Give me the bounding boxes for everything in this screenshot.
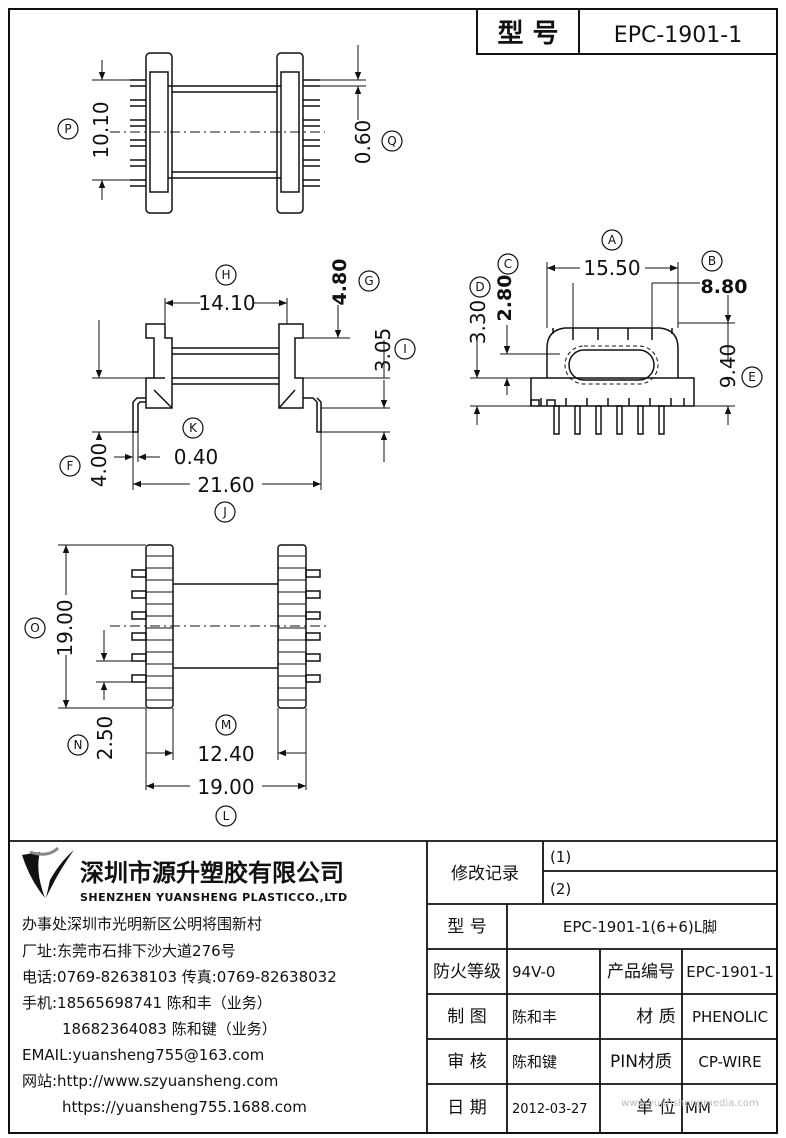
label-n-circle [67,734,89,756]
label-p-circle [57,118,79,140]
dim-c-value: 2.80 [494,275,516,322]
revision-label: 修改记录 [451,864,519,884]
label-f: F [67,459,74,473]
label-b-circle [701,250,723,272]
label-p: P [64,122,71,136]
label-e: E [748,370,756,384]
bottom-view [58,544,330,790]
revision-2: (2) [550,880,571,898]
label-l: L [223,809,230,823]
dim-f-value: 4.00 [87,443,111,488]
dim-m-value: 12.40 [197,742,254,766]
revision-1: (1) [550,848,571,866]
label-g: G [364,274,373,288]
title-block: 型 号 EPC-1901-1 [476,8,778,55]
dim-b-value: 8.80 [701,276,748,298]
label-d-circle [469,276,491,298]
spec-fire-value: 94V-0 [512,963,555,981]
spec-drawn-label: 制 图 [447,1007,486,1027]
company-logo-icon [22,846,74,898]
dim-p-value: 10.10 [89,101,113,158]
spec-checked-label: 审 核 [447,1052,486,1072]
title-model-value: EPC-1901-1 [614,23,742,48]
dim-l-value: 19.00 [197,775,254,799]
spec-unit-value: MM [685,1099,711,1117]
label-g-circle [358,270,380,292]
dim-q-value: 0.60 [351,120,375,165]
spec-model-label: 型 号 [447,917,486,937]
company-factory: 厂址:东莞市石排下沙大道276号 [22,942,236,960]
dim-h-value: 14.10 [198,291,255,315]
label-l-circle [215,805,237,827]
spec-material-label: 材 质 [636,1007,675,1027]
label-q-circle [381,130,403,152]
top-view [92,45,366,214]
spec-unit-label: 单 位 [636,1098,675,1118]
company-name-en: SHENZHEN YUANSHENG PLASTICCO.,LTD [80,891,348,904]
company-website: 网站:http://www.szyuansheng.com [22,1072,278,1090]
label-h-circle [215,264,237,286]
spec-drawn-value: 陈和丰 [512,1008,557,1026]
watermark: www.yuanshengmedia.com [621,1098,759,1109]
label-a: A [608,233,617,247]
spec-model-value: EPC-1901-1(6+6)L脚 [563,918,717,936]
front-view [92,298,390,490]
title-model-label: 型 号 [497,19,558,49]
label-a-circle [601,229,623,251]
label-c: C [504,257,512,271]
label-b: B [708,254,716,268]
side-view [470,262,735,435]
label-m-circle [215,714,237,736]
dim-o-value: 19.00 [53,599,77,656]
company-email: EMAIL:yuansheng755@163.com [22,1046,264,1064]
spec-pin-material-label: PIN材质 [610,1052,672,1072]
spec-date-label: 日 期 [447,1098,486,1118]
sheet-border [8,8,778,1134]
company-mobile2: 18682364083 陈和键（业务） [62,1020,277,1038]
label-k: K [189,421,198,435]
dim-i-value: 3.05 [371,328,395,373]
label-q: Q [387,134,396,148]
label-o: O [30,621,39,635]
dim-k-value: 0.40 [174,445,219,469]
spec-product-no-label: 产品编号 [607,962,675,982]
company-website2: https://yuansheng755.1688.com [62,1098,307,1116]
dim-g-value: 4.80 [329,259,351,306]
label-h: H [221,268,230,282]
label-o-circle [24,617,46,639]
label-j-circle [214,501,236,523]
label-i-circle [394,338,416,360]
label-d: D [475,280,484,294]
label-k-circle [182,417,204,439]
spec-material-value: PHENOLIC [692,1008,768,1026]
info-table [9,840,777,1133]
spec-checked-value: 陈和键 [512,1053,557,1071]
label-j: J [222,505,227,519]
spec-product-no-value: EPC-1901-1 [686,963,774,981]
label-e-circle [741,366,763,388]
label-i: I [403,342,407,356]
dim-d-value: 3.30 [466,300,490,345]
company-mobile1: 手机:18565698741 陈和丰（业务） [22,994,272,1012]
spec-date-value: 2012-03-27 [512,1102,588,1117]
label-f-circle [59,455,81,477]
label-m: M [221,718,231,732]
company-phone: 电话:0769-82638103 传真:0769-82638032 [22,968,337,986]
spec-fire-label: 防火等级 [433,962,501,982]
dim-e-value: 9.40 [716,344,740,389]
spec-pin-material-value: CP-WIRE [698,1053,761,1071]
dim-n-value: 2.50 [93,716,117,761]
company-name-cn: 深圳市源升塑胶有限公司 [80,859,344,887]
company-office: 办事处深圳市光明新区公明将围新村 [22,915,262,933]
dim-a-value: 15.50 [583,256,640,280]
label-n: N [74,738,83,752]
dim-j-value: 21.60 [197,473,254,497]
label-c-circle [497,253,519,275]
